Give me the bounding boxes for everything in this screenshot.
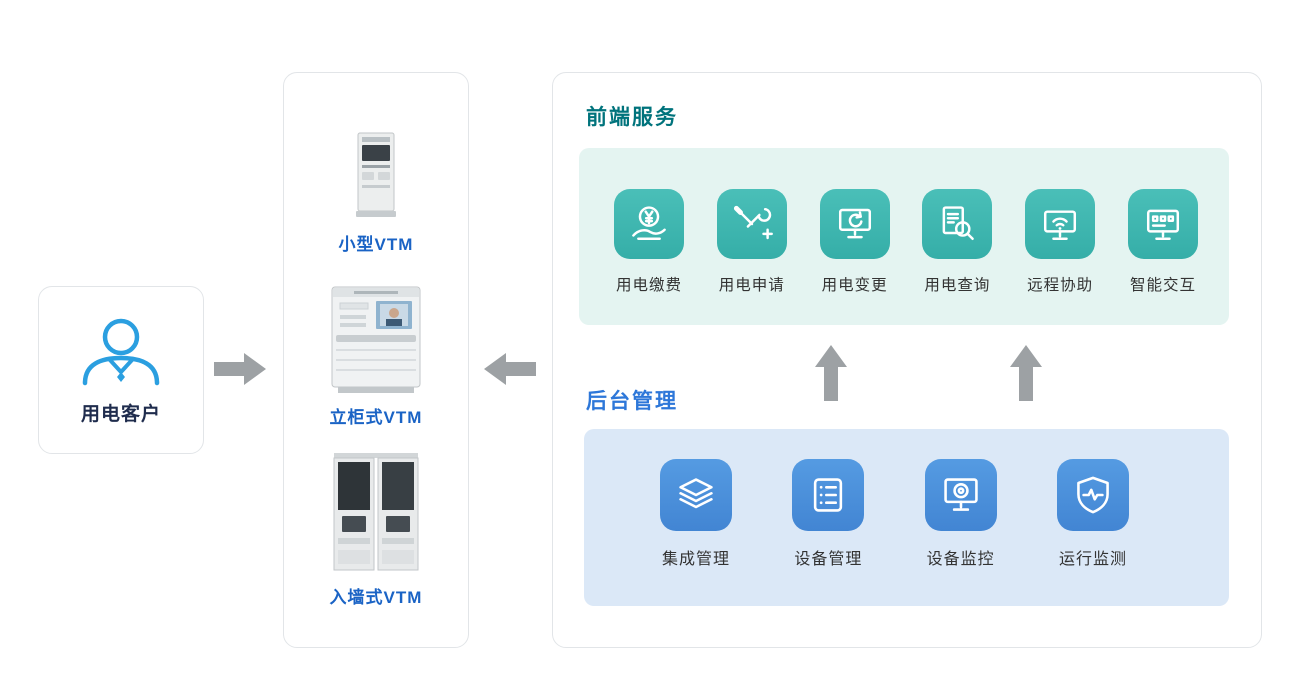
service-label: 设备管理: [794, 551, 863, 568]
service-item-interaction: 智能交互: [1123, 189, 1203, 325]
coin-hand-icon: [614, 189, 684, 259]
monitor-lens-icon: [924, 459, 997, 531]
vtm-label-cabinet: 立柜式VTM: [329, 408, 423, 427]
tools-plus-icon: [716, 189, 787, 259]
vtm-box: 小型VTM 立柜式VTM: [283, 72, 469, 648]
frontend-title: 前端服务: [586, 106, 678, 129]
vtm-item-cabinet: 立柜式VTM: [284, 283, 468, 428]
vtm-item-small: 小型VTM: [284, 127, 468, 255]
arrow-up-icon: [1010, 345, 1042, 401]
service-item-query: 用电查询: [917, 189, 997, 325]
monitor-wifi-icon: [1025, 189, 1096, 259]
shield-pulse-icon: [1056, 459, 1129, 531]
service-label: 用电查询: [924, 277, 991, 294]
services-box: 前端服务 用电缴费: [552, 72, 1262, 648]
arrow-up-icon: [815, 345, 847, 401]
service-item-operation-monitor: 运行监测: [1045, 459, 1141, 606]
customer-box: 用电客户: [38, 286, 204, 454]
wall-vtm-machine-image: [333, 453, 419, 571]
monitor-widgets-icon: [1127, 189, 1198, 259]
frontend-panel: 用电缴费 用电申请: [579, 148, 1229, 325]
document-search-icon: [922, 189, 993, 259]
service-label: 集成管理: [661, 551, 730, 568]
vtm-label-wall: 入墙式VTM: [329, 588, 423, 607]
service-item-payment: 用电缴费: [609, 189, 689, 325]
service-item-integration: 集成管理: [648, 459, 744, 606]
backend-title: 后台管理: [586, 390, 678, 413]
monitor-refresh-icon: [819, 189, 890, 259]
vtm-label-small: 小型VTM: [338, 235, 414, 254]
small-vtm-machine-image: [356, 132, 396, 217]
service-item-remote: 远程协助: [1020, 189, 1100, 325]
service-label: 用电申请: [718, 277, 785, 294]
service-item-change: 用电变更: [815, 189, 895, 325]
service-item-apply: 用电申请: [712, 189, 792, 325]
backend-panel: 集成管理 设备管理: [584, 429, 1229, 606]
cabinet-vtm-machine-image: [331, 286, 421, 393]
service-item-device-monitor: 设备监控: [913, 459, 1009, 606]
service-label: 智能交互: [1129, 277, 1196, 294]
service-item-device-mgmt: 设备管理: [780, 459, 876, 606]
arrow-right-icon: [214, 353, 266, 385]
service-label: 设备监控: [926, 551, 995, 568]
service-label: 用电变更: [821, 277, 888, 294]
service-label: 用电缴费: [615, 277, 682, 294]
server-icon: [792, 459, 865, 531]
arrow-left-icon: [484, 353, 536, 385]
service-label: 远程协助: [1027, 277, 1094, 294]
layers-icon: [660, 459, 732, 531]
customer-label: 用电客户: [80, 403, 161, 425]
vtm-item-wall: 入墙式VTM: [284, 453, 468, 608]
person-icon: [82, 318, 160, 385]
service-label: 运行监测: [1058, 551, 1127, 568]
